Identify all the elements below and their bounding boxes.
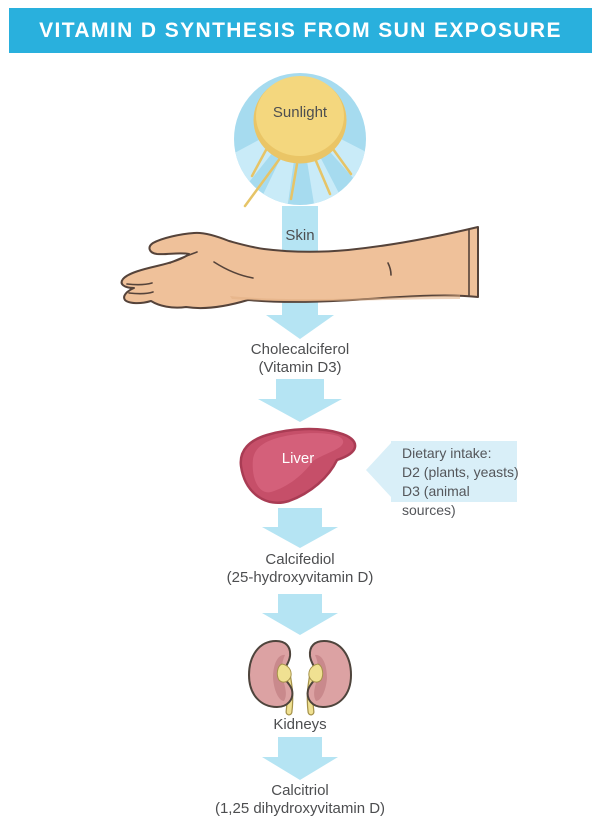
kidneys-label: Kidneys — [273, 716, 327, 733]
sunlight-label: Sunlight — [272, 104, 328, 121]
arrow-calcifediol-to-kidneys — [262, 594, 338, 635]
header-bar: VITAMIN D SYNTHESIS FROM SUN EXPOSURE — [9, 8, 592, 53]
liver-label: Liver — [281, 450, 315, 467]
calcitriol-line2: (1,25 dihydroxyvitamin D) — [214, 800, 386, 817]
cholecalciferol-label: Cholecalciferol (Vitamin D3) — [150, 341, 450, 377]
arm-crease-lines — [126, 228, 470, 296]
cholecalciferol-line1: Cholecalciferol — [250, 341, 350, 358]
arm-illustration — [120, 226, 479, 310]
calcitriol-label: Calcitriol (1,25 dihydroxyvitamin D) — [150, 782, 450, 818]
liver-icon — [239, 427, 357, 504]
arrow-skin-to-liver — [258, 379, 342, 422]
dietary-line1: Dietary intake: — [402, 445, 492, 461]
dietary-line3: D3 (animal sources) — [402, 483, 470, 518]
arrow-liver-to-calcifediol — [262, 508, 338, 548]
cholecalciferol-line2: (Vitamin D3) — [258, 359, 342, 376]
calcifediol-line1: Calcifediol — [265, 551, 335, 568]
kidneys-icon — [248, 640, 352, 716]
calcifediol-line2: (25-hydroxyvitamin D) — [226, 569, 374, 586]
skin-label: Skin — [285, 227, 315, 244]
calcitriol-line1: Calcitriol — [271, 782, 329, 799]
calcifediol-label: Calcifediol (25-hydroxyvitamin D) — [150, 551, 450, 587]
sun-icon — [234, 73, 366, 208]
dietary-callout-text: Dietary intake: D2 (plants, yeasts) D3 (… — [402, 444, 520, 520]
sun-ray-lines — [243, 147, 353, 208]
dietary-line2: D2 (plants, yeasts) — [402, 464, 519, 480]
page-title: VITAMIN D SYNTHESIS FROM SUN EXPOSURE — [39, 18, 562, 42]
arrow-kidneys-to-calcitriol — [262, 737, 338, 780]
dietary-callout-box — [366, 441, 517, 502]
